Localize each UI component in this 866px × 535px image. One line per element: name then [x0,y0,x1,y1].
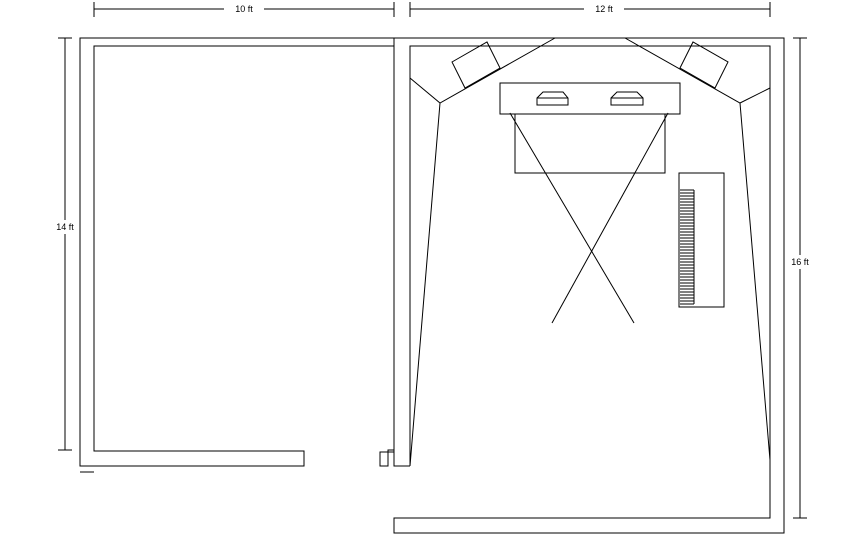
dimension-label-left: 14 ft [56,222,74,232]
dimension-label-top-right: 12 ft [595,4,613,14]
acoustic-wall-right [624,37,771,461]
keyboard [678,172,725,308]
mixing-desk [499,82,681,174]
dimension-left: 14 ft [52,37,78,451]
monitor-right [610,91,644,106]
desk-top [499,82,681,115]
listening-lines [509,112,669,324]
dimension-right: 16 ft [786,37,814,519]
monitor-left [536,91,569,106]
speaker-left [451,41,501,89]
dimension-top-left: 10 ft [93,2,395,17]
desk-body [514,114,666,174]
right-room-wall-outline [393,37,785,534]
right-room-walls [393,37,785,534]
dimension-top-right: 12 ft [409,2,771,17]
left-room-walls [79,37,395,473]
dimension-label-top-left: 10 ft [235,4,253,14]
speaker-right [679,41,729,89]
left-room-wall-outline [79,37,395,467]
dimension-label-right: 16 ft [791,257,809,267]
acoustic-wall-left [409,37,556,467]
keyboard-body [678,172,725,308]
